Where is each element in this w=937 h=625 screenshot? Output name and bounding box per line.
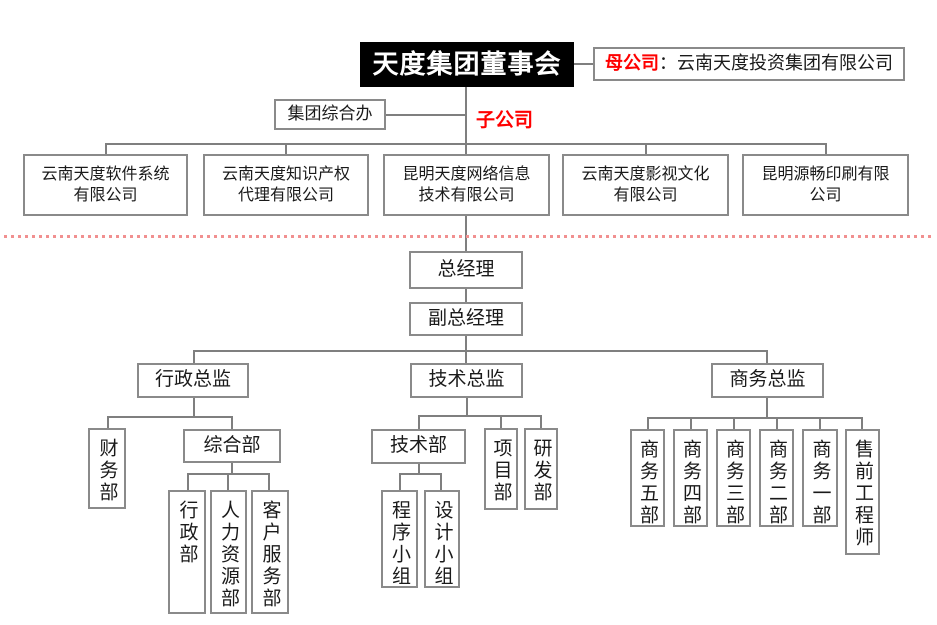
- line-tech-branch: [418, 415, 542, 417]
- connector-line: [107, 416, 109, 428]
- subsidiary-name-line: 有限公司: [613, 187, 678, 204]
- line-sub3-to-gm: [465, 216, 467, 251]
- deputy-general-manager-box: 副总经理: [409, 302, 523, 336]
- connector-line: [766, 350, 768, 363]
- tech-dept-box: 技术部: [371, 429, 466, 464]
- connector-line: [819, 417, 821, 429]
- subsidiary-label: 子公司: [476, 110, 534, 131]
- subsidiary-box-software: 云南天度软件系统有限公司: [23, 154, 188, 216]
- connector-line: [418, 415, 420, 429]
- admin-dept-box: 行政部: [168, 490, 206, 614]
- connector-line: [193, 398, 195, 416]
- business-dept3-box: 商务三部: [716, 429, 751, 527]
- programming-team-box: 程序小组: [381, 490, 418, 588]
- connector-line: [466, 398, 468, 415]
- subsidiary-name-line: 云南天度影视文化: [581, 166, 710, 183]
- design-team-box: 设计小组: [424, 490, 460, 588]
- business-dept5-box: 商务五部: [630, 429, 665, 527]
- business-director-box: 商务总监: [711, 363, 824, 398]
- connector-line: [231, 463, 233, 473]
- subsidiary-name-line: 昆明源畅印刷有限: [761, 166, 890, 183]
- connector-line: [861, 417, 863, 429]
- line-office-to-center: [386, 114, 466, 116]
- connector-line: [268, 473, 270, 490]
- subsidiary-box-media: 云南天度影视文化有限公司: [562, 154, 729, 216]
- business-dept1-box: 商务一部: [802, 429, 838, 527]
- parent-company-name: 云南天度投资集团有限公司: [677, 53, 893, 74]
- connector-line: [193, 350, 195, 363]
- connector-line: [825, 143, 827, 154]
- connector-line: [440, 473, 442, 490]
- line-subsidiaries: [105, 143, 827, 145]
- general-affairs-dept-box: 综合部: [183, 429, 281, 463]
- subsidiary-name-line: 有限公司: [73, 187, 138, 204]
- connector-line: [766, 398, 768, 417]
- board-title-box: 天度集团董事会: [360, 42, 574, 87]
- group-office-box: 集团综合办: [274, 99, 386, 130]
- connector-line: [647, 417, 649, 429]
- admin-director-box: 行政总监: [137, 363, 249, 398]
- parent-company-colon: ：: [659, 53, 677, 74]
- presales-engineer-box: 售前工程师: [845, 429, 880, 555]
- line-admin-branch: [107, 416, 233, 418]
- general-manager-box: 总经理: [409, 251, 523, 289]
- project-dept-box: 项目部: [484, 428, 518, 510]
- connector-line: [187, 473, 189, 490]
- line-board-down: [465, 87, 467, 154]
- subsidiary-name-line: 云南天度知识产权: [221, 166, 350, 183]
- connector-line: [776, 417, 778, 429]
- connector-line: [227, 473, 229, 490]
- parent-company-label: 母公司: [605, 53, 659, 74]
- finance-dept-box: 财务部: [88, 428, 126, 509]
- connector-line: [285, 143, 287, 154]
- subsidiary-name-line: 昆明天度网络信息: [402, 166, 531, 183]
- connector-line: [645, 143, 647, 154]
- line-gm-to-dgm: [465, 289, 467, 302]
- line-board-to-parent: [574, 63, 593, 65]
- subsidiary-box-ip: 云南天度知识产权代理有限公司: [203, 154, 369, 216]
- subsidiary-name-line: 技术有限公司: [418, 187, 515, 204]
- subsidiary-name-line: 代理有限公司: [237, 187, 334, 204]
- connector-line: [231, 416, 233, 429]
- subsidiary-name-line: 公司: [809, 187, 842, 204]
- connector-line: [418, 464, 420, 473]
- connector-line: [500, 415, 502, 428]
- line-business-branch: [647, 417, 863, 419]
- business-dept4-box: 商务四部: [673, 429, 708, 527]
- line-directors: [193, 350, 768, 352]
- business-dept2-box: 商务二部: [759, 429, 794, 527]
- customer-service-dept-box: 客户服务部: [251, 490, 289, 614]
- red-dotted-divider: [4, 235, 933, 238]
- subsidiary-box-printing: 昆明源畅印刷有限公司: [742, 154, 909, 216]
- rnd-dept-box: 研发部: [524, 428, 558, 510]
- hr-dept-box: 人力资源部: [210, 490, 247, 614]
- connector-line: [399, 473, 401, 490]
- subsidiary-name-line: 云南天度软件系统: [41, 166, 170, 183]
- tech-director-box: 技术总监: [410, 363, 523, 398]
- connector-line: [105, 143, 107, 154]
- line-tech-teams: [399, 473, 442, 475]
- line-dgm-down: [465, 336, 467, 363]
- subsidiary-box-network: 昆明天度网络信息技术有限公司: [383, 154, 550, 216]
- connector-line: [540, 415, 542, 428]
- connector-line: [733, 417, 735, 429]
- parent-company-box: 母公司：云南天度投资集团有限公司: [593, 47, 905, 81]
- connector-line: [690, 417, 692, 429]
